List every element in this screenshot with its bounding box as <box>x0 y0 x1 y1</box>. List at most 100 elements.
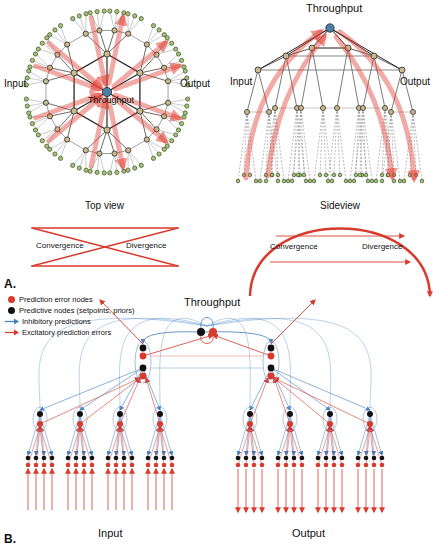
link-line <box>337 108 359 109</box>
leaf-dot <box>370 179 374 183</box>
output-arrow <box>278 469 279 512</box>
output-arrow <box>294 469 295 512</box>
predictive-node <box>117 411 123 417</box>
input-arrow <box>84 469 85 510</box>
schematic-line <box>32 227 178 229</box>
error-node <box>292 463 297 468</box>
leaf-dot <box>27 111 31 115</box>
leaf-dot <box>45 144 49 148</box>
leaf-dot <box>25 104 29 108</box>
error-node <box>82 463 87 468</box>
input-arrow <box>92 469 93 510</box>
predictive-node <box>170 456 175 461</box>
leaf-dot <box>84 168 88 172</box>
ring-line <box>168 81 169 103</box>
predictive-node <box>260 456 265 461</box>
predictive-node <box>34 456 39 461</box>
dashed-leaf-line <box>334 108 337 175</box>
leaf-dot <box>344 179 348 183</box>
node-cluster <box>363 407 377 431</box>
error-node <box>268 353 275 360</box>
inhibitory-arrow <box>358 415 370 455</box>
leaf-dot <box>366 179 370 183</box>
dashed-leaf-line <box>337 108 346 181</box>
error-node <box>34 463 39 468</box>
flow-arrow <box>91 101 105 167</box>
network-node <box>245 110 250 115</box>
figure-label: Top view <box>85 200 124 211</box>
predictive-node <box>50 456 55 461</box>
leaf-dot <box>264 179 268 183</box>
output-arrow <box>318 469 319 512</box>
input-arrow <box>172 469 173 510</box>
dashed-leaf-line <box>294 108 297 175</box>
leaf-dot <box>162 147 166 151</box>
output-arrow <box>374 469 375 512</box>
network-node <box>137 70 143 76</box>
input-arrow <box>124 469 125 510</box>
leaf-dot <box>352 179 356 183</box>
leaf-dot <box>392 179 396 183</box>
network-node <box>112 28 117 33</box>
inhibitory-arrow <box>120 415 132 455</box>
leaf-dot <box>165 36 169 40</box>
leaf-dot <box>276 179 280 183</box>
leaf-dot <box>151 156 155 160</box>
predictive-node <box>327 411 333 417</box>
legend-arrow-shaft <box>5 332 15 333</box>
output-arrow <box>326 469 327 512</box>
network-node <box>267 110 272 115</box>
inhibitory-arrow <box>148 415 160 455</box>
predictive-node <box>340 456 345 461</box>
predictive-node <box>324 456 329 461</box>
error-node <box>42 463 47 468</box>
output-arrow <box>302 469 303 512</box>
network-node <box>65 137 70 142</box>
leaf-dot <box>36 133 40 137</box>
dashed-leaf-line <box>359 108 368 181</box>
leaf-dot <box>179 58 183 62</box>
error-node <box>117 421 123 427</box>
predictive-node <box>332 456 337 461</box>
error-node <box>244 463 249 468</box>
leaf-dot <box>174 133 178 137</box>
leaf-dot <box>326 179 330 183</box>
network-node <box>83 31 88 36</box>
leaf-dot <box>40 41 44 45</box>
network-node <box>97 151 102 156</box>
leaf-dot <box>402 179 406 183</box>
network-node <box>411 110 416 115</box>
error-node <box>157 421 163 427</box>
predictive-node <box>66 456 71 461</box>
dashed-leaf-line <box>314 108 323 181</box>
leaf-dot <box>102 9 106 13</box>
error-node <box>260 463 265 468</box>
network-node <box>165 79 170 84</box>
leaf-dot <box>126 12 130 16</box>
predictive-node <box>316 456 321 461</box>
excitatory-arrow <box>274 378 370 424</box>
error-node <box>276 463 281 468</box>
flow-arrow <box>336 37 392 176</box>
predictive-node <box>154 456 159 461</box>
node-cluster <box>283 407 297 431</box>
error-node <box>130 463 135 468</box>
leaf-dot <box>151 24 155 28</box>
leaf-dot <box>108 9 112 13</box>
legend-text: Prediction error nodes <box>19 295 93 304</box>
error-node <box>364 463 369 468</box>
error-node <box>106 463 111 468</box>
leaf-dot <box>58 156 62 160</box>
leaf-dot <box>58 24 62 28</box>
inhibitory-arrow <box>28 415 40 455</box>
inhibitory-arrow <box>238 415 250 455</box>
leaf-dot <box>176 128 180 132</box>
leaf-dot <box>312 179 316 183</box>
leaf-dot <box>88 11 92 15</box>
predictive-node <box>157 411 163 417</box>
leaf-dot <box>354 173 358 177</box>
link-line <box>301 108 323 109</box>
error-node <box>236 463 241 468</box>
inhibitory-arrow <box>250 415 262 455</box>
